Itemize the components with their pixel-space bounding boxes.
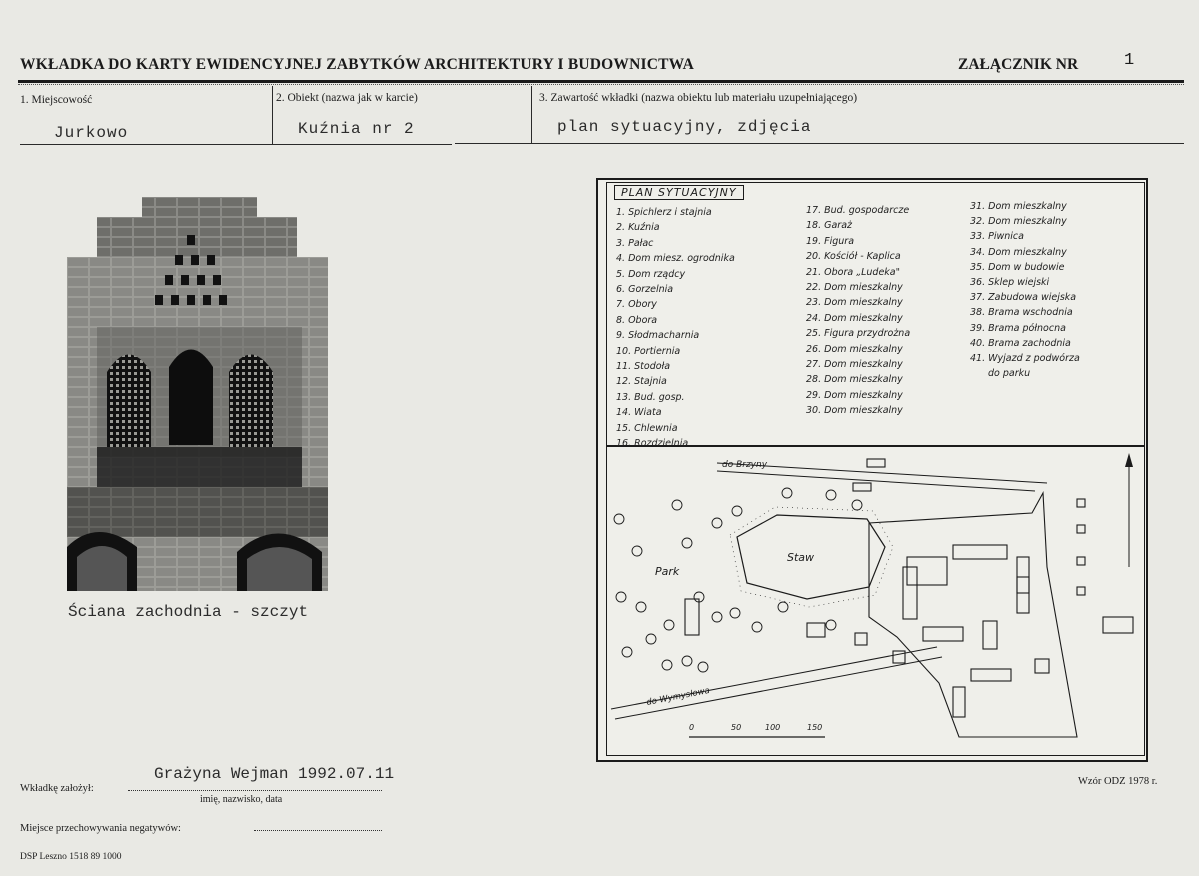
legend-item: 34. Dom mieszkalny xyxy=(970,246,1067,258)
legend-item: 8. Obora xyxy=(616,314,658,326)
legend-item: 1. Spichlerz i stajnia xyxy=(616,207,712,218)
scale-tick: 150 xyxy=(807,723,822,732)
legend-item: 32. Dom mieszkalny xyxy=(970,216,1067,228)
road-south-label: do Wymysłowa xyxy=(646,686,711,708)
plan-title: PLAN SYTUACYJNY xyxy=(614,185,744,200)
legend-item: 39. Brama północna xyxy=(970,322,1066,334)
legend-item: 21. Obora „Ludeka" xyxy=(806,266,900,278)
legend-item: 40. Brama zachodnia xyxy=(970,337,1071,349)
legend-item: 6. Gorzelnia xyxy=(616,284,674,296)
form-title: WKŁADKA DO KARTY EWIDENCYJNEJ ZABYTKÓW A… xyxy=(20,56,695,73)
legend-item: 12. Stajnia xyxy=(616,376,667,388)
object-label: 2. Obiekt (nazwa jak w karcie) xyxy=(276,92,418,104)
field-divider xyxy=(531,86,532,144)
legend-item: 28. Dom mieszkalny xyxy=(806,374,903,386)
legend-item: 36. Sklep wiejski xyxy=(970,277,1050,289)
legend-column-2: 17. Bud. gospodarcze 18. Garaż 19. Figur… xyxy=(806,203,910,419)
legend-item: 20. Kościół - Kaplica xyxy=(806,251,901,263)
legend-item: 31. Dom mieszkalny xyxy=(970,201,1067,212)
legend-item: 7. Obory xyxy=(616,299,657,311)
header-dotted-rule xyxy=(18,84,1184,85)
legend-item: 5. Dom rządcy xyxy=(616,268,686,280)
legend-item: 23. Dom mieszkalny xyxy=(806,297,903,309)
legend-item: 33. Piwnica xyxy=(970,231,1024,243)
pond-outline xyxy=(736,514,886,600)
field-underline xyxy=(20,144,452,145)
form-model: Wzór ODZ 1978 r. xyxy=(1078,776,1158,787)
legend-item: 13. Bud. gosp. xyxy=(616,391,685,403)
legend-item: 38. Brama wschodnia xyxy=(970,307,1073,319)
legend-item: 2. Kuźnia xyxy=(616,222,660,234)
plan-frame xyxy=(596,178,1148,762)
field-divider xyxy=(272,86,273,144)
founded-label: Wkładkę założył: xyxy=(20,783,94,794)
content-value: plan sytuacyjny, zdjęcia xyxy=(557,118,812,136)
legend-item: 10. Portiernia xyxy=(616,345,681,357)
locality-label: 1. Miejscowość xyxy=(20,94,93,106)
legend-item: 17. Bud. gospodarcze xyxy=(806,205,910,216)
legend-item: 18. Garaż xyxy=(806,220,853,232)
legend-item: 30. Dom mieszkalny xyxy=(806,405,903,417)
road-north-label: do Brzyny xyxy=(722,460,768,470)
legend-column-1: 1. Spichlerz i stajnia 2. Kuźnia 3. Pała… xyxy=(616,205,735,452)
scale-tick: 100 xyxy=(765,723,780,732)
legend-item: 9. Słodmacharnia xyxy=(616,330,700,342)
legend-item: do parku xyxy=(988,368,1031,380)
legend-item: 22. Dom mieszkalny xyxy=(806,282,903,294)
park-label: Park xyxy=(655,565,680,578)
print-info: DSP Leszno 1518 89 1000 xyxy=(20,852,122,862)
header-rule xyxy=(18,80,1184,83)
legend-item: 26. Dom mieszkalny xyxy=(806,343,903,355)
legend-item: 41. Wyjazd z podwórza xyxy=(970,353,1080,365)
legend-item: 4. Dom miesz. ogrodnika xyxy=(616,253,735,265)
legend-item: 16. Rozdzielnia xyxy=(616,438,689,450)
legend-item: 37. Zabudowa wiejska xyxy=(970,292,1077,304)
pond-label: Staw xyxy=(787,551,814,564)
negatives-dotted-line xyxy=(254,830,382,831)
locality-value: Jurkowo xyxy=(54,124,129,142)
legend-item: 27. Dom mieszkalny xyxy=(806,359,903,371)
legend-column-3: 31. Dom mieszkalny 32. Dom mieszkalny 33… xyxy=(970,199,1080,381)
content-label: 3. Zawartość wkładki (nazwa obiektu lub … xyxy=(539,92,858,104)
scale-tick: 0 xyxy=(689,723,694,732)
founded-dotted-line xyxy=(128,790,382,791)
buildings xyxy=(684,458,1134,718)
legend-item: 15. Chlewnia xyxy=(616,422,678,434)
scale-tick: 50 xyxy=(731,723,741,732)
legend-item: 25. Figura przydrożna xyxy=(806,328,911,340)
legend-frame xyxy=(606,182,1145,446)
legend-item: 14. Wiata xyxy=(616,407,662,419)
gable-photo xyxy=(67,197,328,591)
brick-gable-image xyxy=(67,197,328,591)
site-map: do Brzyny do Wymysłowa Staw Park xyxy=(606,446,1145,756)
annex-number: 1 xyxy=(1124,51,1135,70)
negatives-label: Miejsce przechowywania negatywów: xyxy=(20,823,181,834)
legend-item: 19. Figura xyxy=(806,235,855,247)
founded-value: Grażyna Wejman 1992.07.11 xyxy=(154,765,395,783)
site-map-drawing: do Brzyny do Wymysłowa Staw Park xyxy=(610,453,1134,738)
field-underline xyxy=(455,143,1184,144)
founded-sublabel: imię, nazwisko, data xyxy=(200,794,283,805)
legend-item: 35. Dom w budowie xyxy=(970,261,1065,273)
object-value: Kuźnia nr 2 xyxy=(298,120,415,138)
legend-item: 3. Pałac xyxy=(616,237,654,249)
photo-caption: Ściana zachodnia - szczyt xyxy=(68,603,309,621)
annex-label: ZAŁĄCZNIK NR xyxy=(958,56,1079,73)
park-trees xyxy=(613,487,863,673)
farm-boundary xyxy=(868,491,1078,738)
legend-item: 29. Dom mieszkalny xyxy=(806,389,903,401)
legend-item: 24. Dom mieszkalny xyxy=(806,312,903,324)
north-arrow-icon xyxy=(1125,453,1133,467)
legend-item: 11. Stodoła xyxy=(616,361,671,373)
